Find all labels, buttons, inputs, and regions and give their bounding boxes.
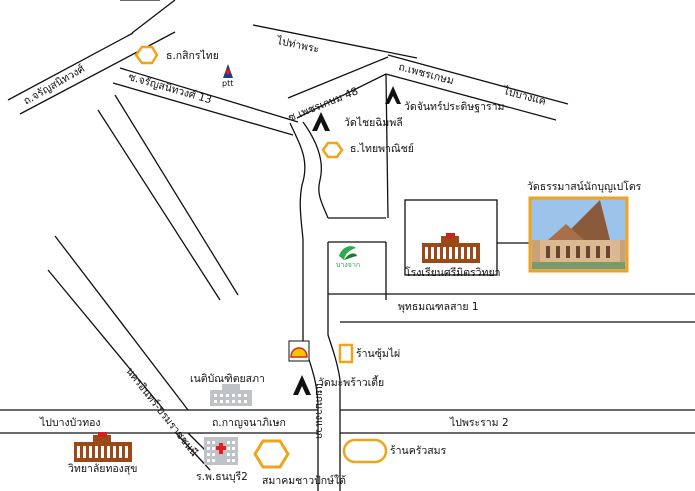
road-bang-waek-east xyxy=(327,334,341,410)
road-petchkasem-lower xyxy=(385,73,557,121)
road-label-rama-2: ไปพระราม 2 xyxy=(450,417,509,429)
place-label-netibundit: เนติบัณฑิตยสภา xyxy=(190,373,265,385)
church-photo xyxy=(528,196,629,273)
place-label-wat-chai-chim-phli: วัดไชยฉิมพลี xyxy=(344,117,403,129)
shop-marker-icon xyxy=(342,438,388,464)
place-label-wat-maprao-tia: วัดมะพร้าวเตี้ย xyxy=(318,377,385,389)
hexagon-marker-icon xyxy=(134,45,159,65)
road-soi-13-lower xyxy=(112,82,294,136)
place-label-thonburi-hospital: ร.พ.ธนบุรี2 xyxy=(196,471,248,483)
road-charansanitwong-east xyxy=(131,0,176,34)
road-label-bang-bua-thong: ไปบางบัวทอง xyxy=(40,417,101,429)
road-label-bang-waek: แยกบางแวก xyxy=(313,383,325,439)
place-label-scb: ธ.ไทยพาณิชย์ xyxy=(350,143,414,155)
hospital-icon xyxy=(204,437,238,465)
school-building-icon xyxy=(422,233,480,263)
road-soi-48-lower xyxy=(296,73,387,119)
road-label-phutthamonthon: พุทธมณฑลสาย 1 xyxy=(398,301,479,313)
shop-marker-icon xyxy=(338,343,354,364)
place-label-wat-thammasat: วัดธรรมาสน์นักบุญเปโตร xyxy=(527,181,642,193)
road-charansanitwong-lower xyxy=(19,31,176,115)
temple-icon xyxy=(312,112,330,131)
place-label-sum-phai: ร้านซุ้มไผ่ xyxy=(356,348,401,360)
road-soi-48-upper xyxy=(287,56,389,99)
road-diag-upper-2 xyxy=(97,109,221,301)
road-charansanitwong-upper xyxy=(7,32,134,101)
school-block xyxy=(404,199,498,276)
road-nakhon-in-2 xyxy=(47,269,165,411)
temple-icon xyxy=(385,86,401,104)
road-local-v1 xyxy=(385,73,389,219)
office-building-icon xyxy=(210,384,252,406)
road-tha-phra xyxy=(252,24,418,59)
road-petchkasem-upper xyxy=(387,54,569,105)
road-label-kanchanaphisek: ถ.กาญจนาภิเษก xyxy=(212,417,286,429)
road-soi-13-upper xyxy=(119,67,299,123)
fuel-station-icon xyxy=(339,246,357,260)
place-label-school-sri-mitr: โรงเรียนศรีมิตรวิทยา xyxy=(405,267,501,279)
road-vertical-west xyxy=(289,122,306,340)
place-label-association: สมาคมชาวปักษ์ใต้ xyxy=(262,475,346,487)
temple-icon xyxy=(293,375,311,395)
place-label-college-thong-suk: วิทยาลัยทองสุข xyxy=(68,463,138,475)
place-label-kasikorn: ธ.กสิกรไทย xyxy=(166,50,219,62)
road-vertical-east xyxy=(302,121,329,219)
hexagon-marker-icon xyxy=(321,141,344,159)
fuel-station-icon xyxy=(223,64,233,78)
fuel-station-icon xyxy=(288,340,310,362)
road-nakhon-in-1 xyxy=(54,235,189,411)
school-building-icon xyxy=(74,432,132,462)
place-label-wat-chan-pradit: วัดจันทร์ประดิษฐาราม xyxy=(404,101,505,113)
hexagon-marker-icon xyxy=(253,439,290,469)
place-label-bangchak: บางจาก xyxy=(336,261,361,269)
place-label-ptt: ptt xyxy=(222,79,234,88)
road-diag-upper xyxy=(114,94,239,296)
place-label-krua-samon: ร้านครัวสมร xyxy=(390,445,447,457)
